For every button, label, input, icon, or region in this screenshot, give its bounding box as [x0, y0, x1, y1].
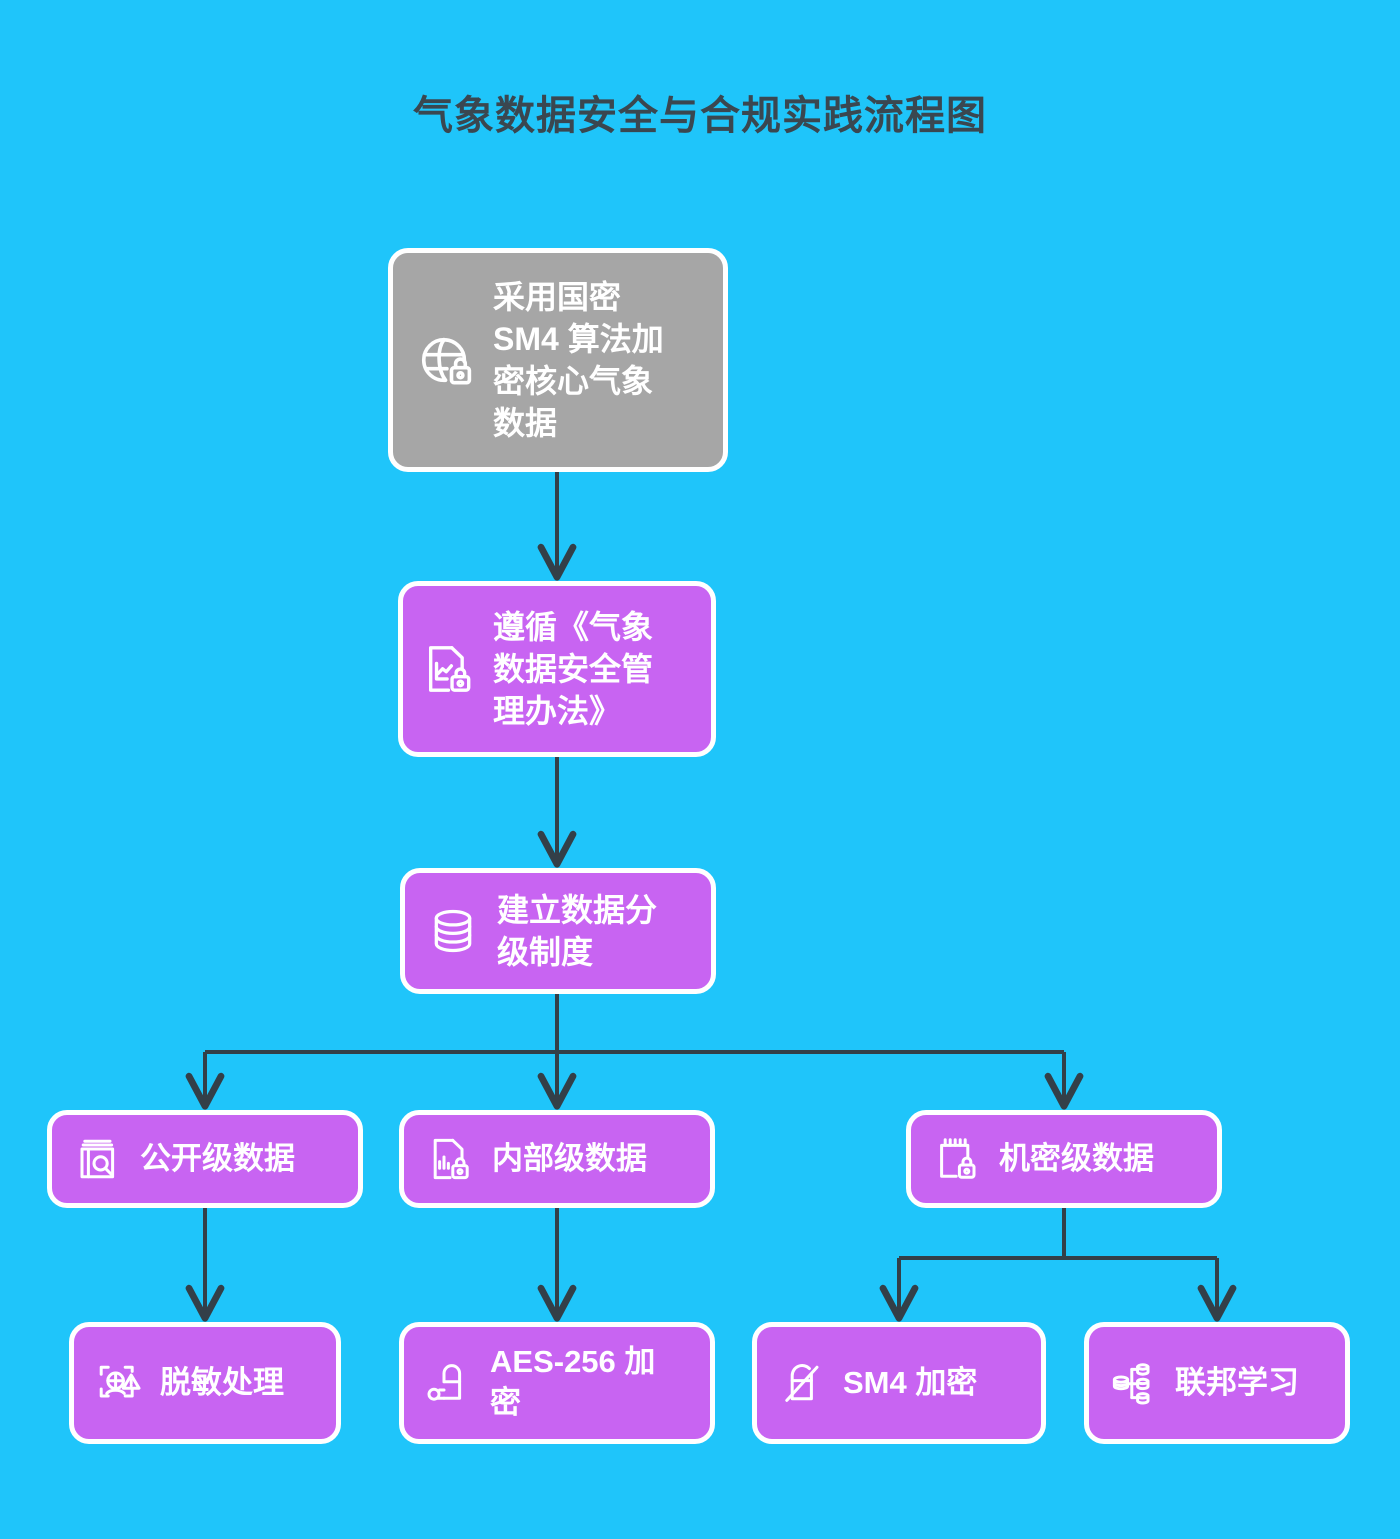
database-icon — [434, 909, 472, 953]
document-chart-lock-icon — [428, 646, 471, 692]
page-title: 气象数据安全与合规实践流程图 — [413, 94, 987, 138]
flow-node-label: 建立数据分 级制度 — [497, 891, 658, 970]
flow-node-label: 公开级数据 — [140, 1140, 295, 1176]
flow-node-label: 采用国密 SM4 算法加 密核心气象 数据 — [493, 278, 664, 442]
flow-node-regulation-compliance[interactable]: 遵循《气象 数据安全管 理办法》 — [398, 581, 716, 757]
report-lock-icon — [433, 1138, 469, 1180]
flow-node-label: 内部级数据 — [492, 1140, 647, 1176]
flow-node-label: 机密级数据 — [999, 1140, 1154, 1176]
federated-nodes-icon — [1112, 1363, 1150, 1405]
flow-node-label: 遵循《气象 数据安全管 理办法》 — [493, 608, 654, 730]
flow-node-encryption-sm4[interactable]: 采用国密 SM4 算法加 密核心气象 数据 — [388, 248, 728, 472]
flow-node-confidential-level-data[interactable]: 机密级数据 — [906, 1110, 1222, 1208]
flow-node-label: AES-256 加 密 — [490, 1344, 656, 1420]
flow-node-label: SM4 加密 — [843, 1364, 978, 1400]
flow-node-sm4-encryption[interactable]: SM4 加密 — [752, 1322, 1046, 1444]
flow-node-data-classification[interactable]: 建立数据分 级制度 — [400, 868, 716, 994]
flow-node-aes256-encryption[interactable]: AES-256 加 密 — [399, 1322, 715, 1444]
flow-node-data-masking[interactable]: 脱敏处理 — [69, 1322, 341, 1444]
lock-slash-icon — [785, 1364, 819, 1402]
notebook-lock-icon — [940, 1138, 976, 1179]
flow-node-label: 脱敏处理 — [160, 1364, 284, 1400]
lock-key-icon — [427, 1364, 462, 1401]
flow-node-public-level-data[interactable]: 公开级数据 — [47, 1110, 363, 1208]
face-anonymize-icon — [99, 1365, 141, 1398]
book-search-icon — [80, 1139, 115, 1179]
globe-lock-icon — [421, 337, 472, 385]
flow-node-label: 联邦学习 — [1175, 1364, 1299, 1400]
flow-node-internal-level-data[interactable]: 内部级数据 — [399, 1110, 715, 1208]
flow-node-federated-learning[interactable]: 联邦学习 — [1084, 1322, 1350, 1444]
